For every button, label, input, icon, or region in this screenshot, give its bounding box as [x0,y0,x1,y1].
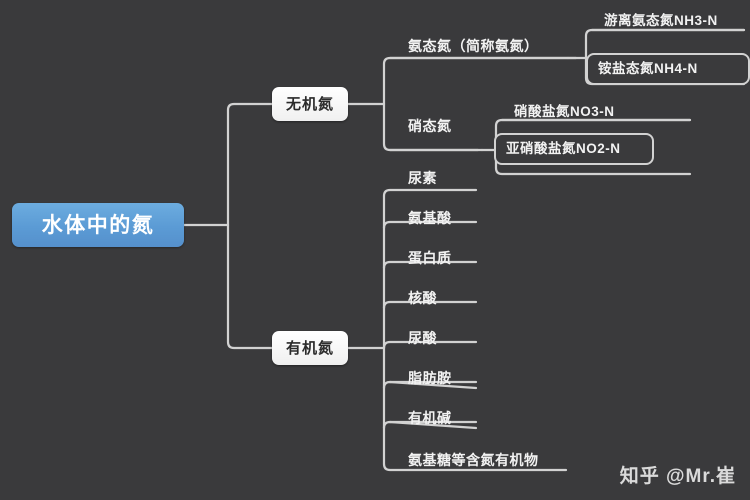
edge-spine-to-inorganic [226,102,274,227]
node-nitrate-nitrogen-label: 硝态氮 [408,118,452,134]
branch-node-inorganic[interactable]: 无机氮 [272,87,348,121]
leaf-node-uric-acid[interactable]: 尿酸 [408,325,437,351]
node-ammonium-salt-nh4n-label: 铵盐态氮NH4-N [598,61,698,77]
branch-node-organic-label: 有机氮 [285,339,334,357]
leaf-node-nucleic-acid[interactable]: 核酸 [408,285,437,311]
branch-node-inorganic-label: 无机氮 [285,95,334,113]
leaf-node-fatty-amine[interactable]: 脂肪胺 [408,365,452,391]
leaf-node-amino-sugar[interactable]: 氨基糖等含氮有机物 [408,447,539,473]
node-free-ammonia-nh3n[interactable]: 游离氨态氮NH3-N [604,8,718,34]
leaf-node-uric-acid-label: 尿酸 [408,330,437,346]
leaf-node-protein[interactable]: 蛋白质 [408,245,452,271]
leaf-node-amino-acid[interactable]: 氨基酸 [408,205,452,231]
node-nitrite-no2n[interactable]: 亚硝酸盐氮NO2-N [494,133,654,165]
leaf-node-nucleic-acid-label: 核酸 [408,290,437,306]
node-nitrate-no3n[interactable]: 硝酸盐氮NO3-N [514,99,615,125]
root-node-label: 水体中的氮 [41,213,155,237]
root-node[interactable]: 水体中的氮 [12,203,184,247]
node-ammonia-nitrogen[interactable]: 氨态氮（简称氨氮） [408,33,539,59]
leaf-node-fatty-amine-label: 脂肪胺 [408,370,452,386]
node-free-ammonia-nh3n-label: 游离氨态氮NH3-N [604,13,718,29]
node-nitrate-nitrogen[interactable]: 硝态氮 [408,113,452,139]
leaf-node-protein-label: 蛋白质 [408,250,452,266]
edge-spine-to-organic [226,223,274,350]
watermark: 知乎 @Mr.崔 [620,461,736,488]
leaf-node-amino-acid-label: 氨基酸 [408,210,452,226]
leaf-node-urea-label: 尿素 [408,170,437,186]
node-nitrite-no2n-label: 亚硝酸盐氮NO2-N [506,141,621,157]
leaf-node-organic-base[interactable]: 有机碱 [408,405,452,431]
watermark-text: 知乎 @Mr.崔 [619,466,736,487]
leaf-node-urea[interactable]: 尿素 [408,165,437,191]
branch-node-organic[interactable]: 有机氮 [272,331,348,365]
edge-inorganic-spine-ammonia [382,56,570,106]
leaf-node-amino-sugar-label: 氨基糖等含氮有机物 [408,452,539,468]
node-ammonia-nitrogen-label: 氨态氮（简称氨氮） [408,38,539,54]
leaf-node-organic-base-label: 有机碱 [408,410,452,426]
node-nitrate-no3n-label: 硝酸盐氮NO3-N [514,104,615,120]
node-ammonium-salt-nh4n[interactable]: 铵盐态氮NH4-N [586,53,750,85]
